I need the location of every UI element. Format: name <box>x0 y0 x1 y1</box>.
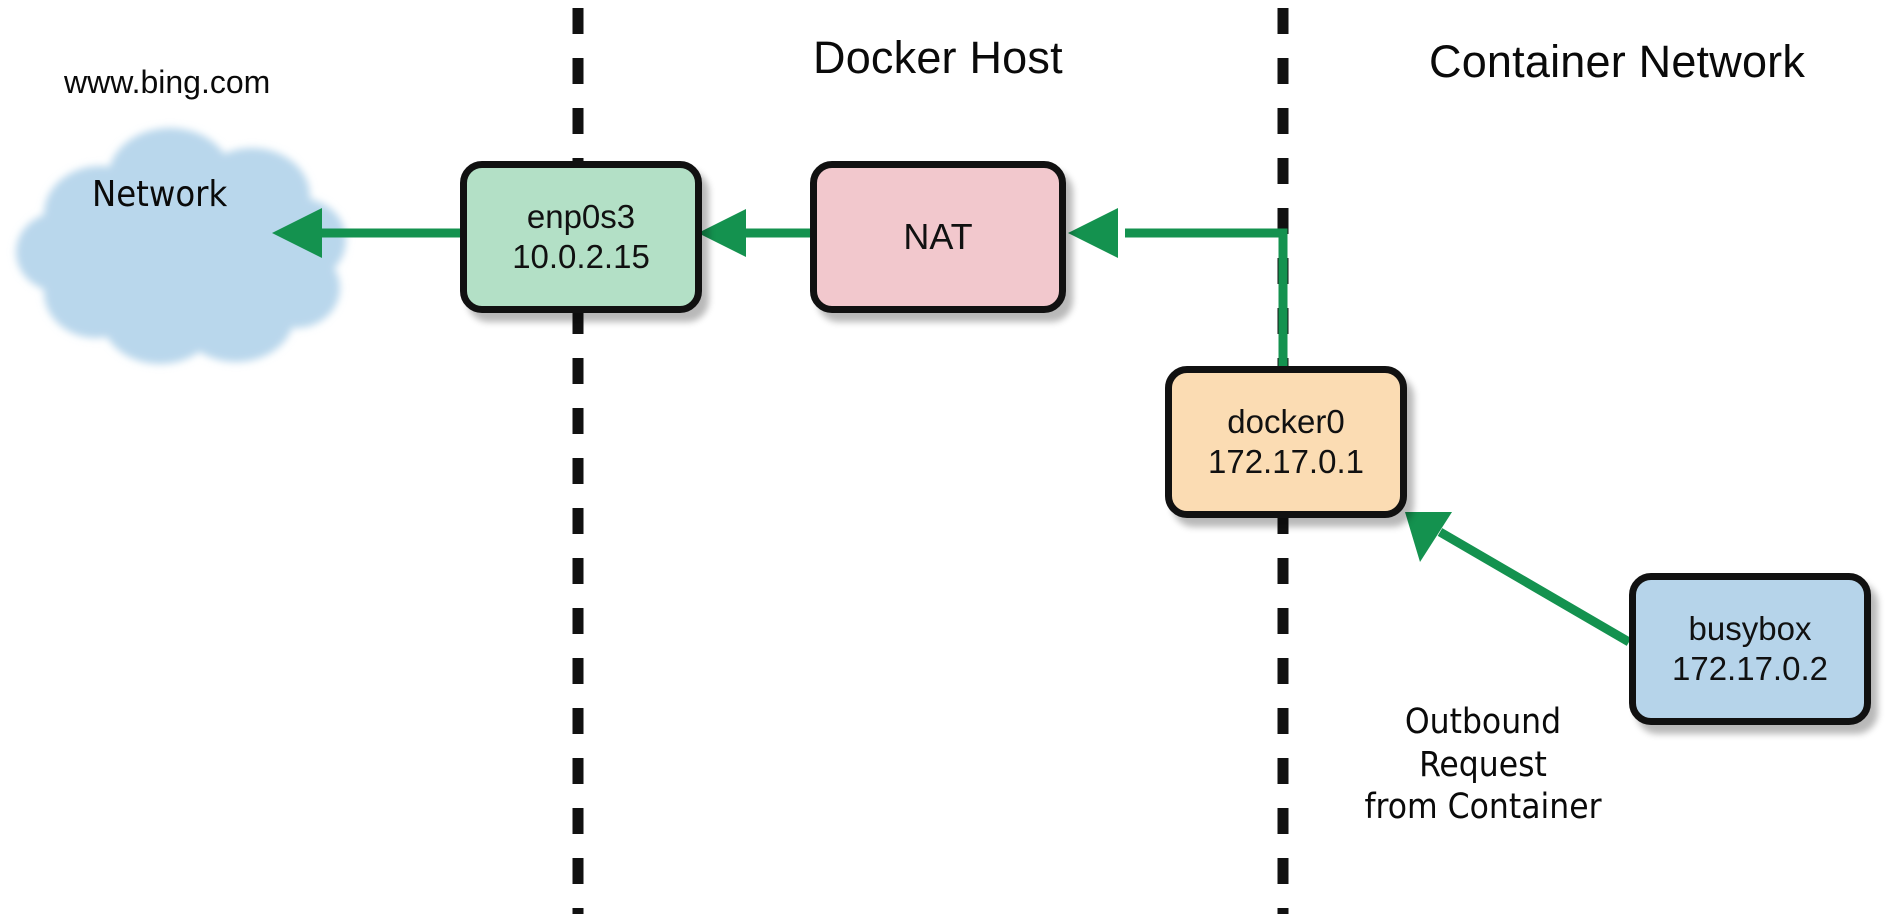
arrow-busybox-to-docker0 <box>1405 512 1632 646</box>
outbound-line-1: Outbound <box>1404 702 1562 742</box>
docker-host-title: Docker Host <box>813 32 1063 83</box>
node-enp0s3-address: 10.0.2.15 <box>512 238 650 275</box>
outbound-line-2: Request <box>1419 744 1547 785</box>
arrow-docker0-to-nat <box>1068 208 1288 366</box>
cloud-label: Network <box>92 174 228 215</box>
container-network-title: Container Network <box>1429 36 1806 87</box>
outbound-request-annotation: Outbound Request from Container <box>1338 701 1628 829</box>
node-nat-name: NAT <box>903 216 973 258</box>
node-docker0[interactable]: docker0 172.17.0.1 <box>1165 366 1407 518</box>
node-busybox-address: 172.17.0.2 <box>1672 650 1828 687</box>
node-docker0-name: docker0 <box>1227 402 1345 440</box>
node-busybox-name: busybox <box>1688 609 1812 647</box>
node-enp0s3-name: enp0s3 <box>526 197 636 235</box>
internet-cloud-icon <box>16 128 346 364</box>
node-nat[interactable]: NAT <box>810 161 1066 313</box>
arrow-nat-to-enp0s3 <box>698 209 810 257</box>
arrow-enp0s3-to-network <box>272 208 460 258</box>
external-host-label: www.bing.com <box>64 64 271 100</box>
node-busybox[interactable]: busybox 172.17.0.2 <box>1629 573 1871 725</box>
node-docker0-address: 172.17.0.1 <box>1208 443 1364 480</box>
outbound-line-3: from Container <box>1364 787 1602 828</box>
node-enp0s3[interactable]: enp0s3 10.0.2.15 <box>460 161 702 313</box>
